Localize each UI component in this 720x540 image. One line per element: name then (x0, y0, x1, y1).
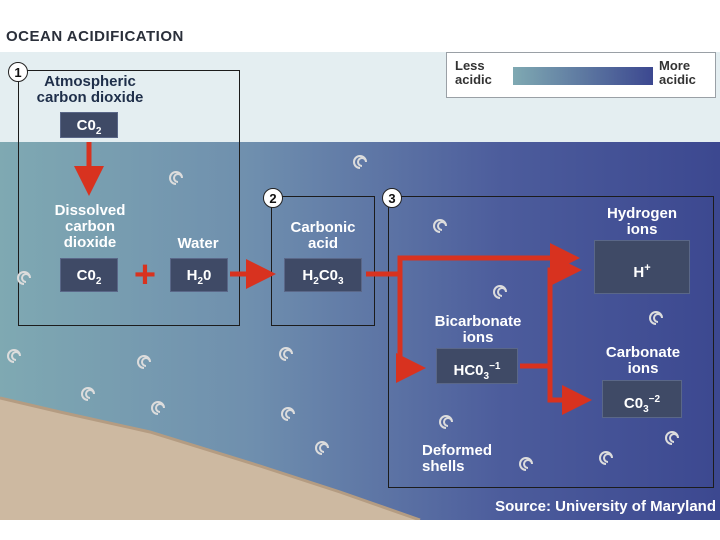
shell-icon (649, 311, 663, 325)
dissolved-co2-label: Dissolved carbon dioxide (54, 202, 126, 251)
shell-icons (7, 155, 679, 471)
co2-atmospheric-chip: C02 (60, 112, 118, 138)
shell-icon (353, 155, 367, 169)
legend-more-label: More acidic (659, 58, 696, 87)
stage-3-box (388, 196, 714, 488)
stage-1-box (18, 70, 240, 326)
hydrogen-ions-label: Hydrogen ions (606, 205, 677, 238)
arrow-acid-to-bicarbonate (396, 274, 426, 383)
step-2-badge: 2 (263, 188, 283, 208)
source-credit: Source: University of Maryland (495, 498, 716, 515)
shell-icon (151, 401, 165, 415)
legend-less-label: Less acidic (455, 58, 492, 87)
legend-gradient-bar (513, 67, 653, 85)
shell-icon (519, 457, 533, 471)
atmospheric-co2-label: Atmospheric carbon dioxide (36, 73, 144, 106)
co2-dissolved-chip: C02 (60, 258, 118, 292)
hydrogen-ion-chip: H+ (594, 240, 690, 294)
shell-icon (17, 271, 31, 285)
bicarbonate-ions-label: Bicarbonate ions (434, 313, 522, 346)
shell-icon (599, 451, 613, 465)
carbonate-ions-label: Carbonate ions (605, 344, 681, 377)
shell-icon (169, 171, 183, 185)
step-3-badge: 3 (382, 188, 402, 208)
shell-icon (137, 355, 151, 369)
shell-icon (493, 285, 507, 299)
arrow-acid-to-hydrogen (366, 243, 580, 277)
shell-icon (7, 349, 21, 363)
h2o-chip: H20 (170, 258, 228, 292)
shell-icon (665, 431, 679, 445)
arrow-bicarb-to-carbonate (547, 366, 592, 415)
shell-icon (315, 441, 329, 455)
arrow-bicarb-to-hydrogen (520, 255, 582, 369)
water-label: Water (177, 235, 219, 252)
deformed-shells-label: Deformed shells (422, 442, 493, 475)
h2co3-chip: H2C03 (284, 258, 362, 292)
plus-sign: + (133, 254, 157, 296)
acidity-legend: Less acidic More acidic (446, 52, 716, 98)
shell-icon (439, 415, 453, 429)
carbonic-acid-label: Carbonic acid (290, 219, 356, 252)
shell-icon (81, 387, 95, 401)
shell-icon (433, 219, 447, 233)
carbonate-ion-chip: C03−2 (602, 380, 682, 418)
shell-icon (279, 347, 293, 361)
diagram-title: OCEAN ACIDIFICATION (6, 28, 184, 45)
step-1-badge: 1 (8, 62, 28, 82)
bicarbonate-chip: HC03−1 (436, 348, 518, 384)
shell-icon (281, 407, 295, 421)
